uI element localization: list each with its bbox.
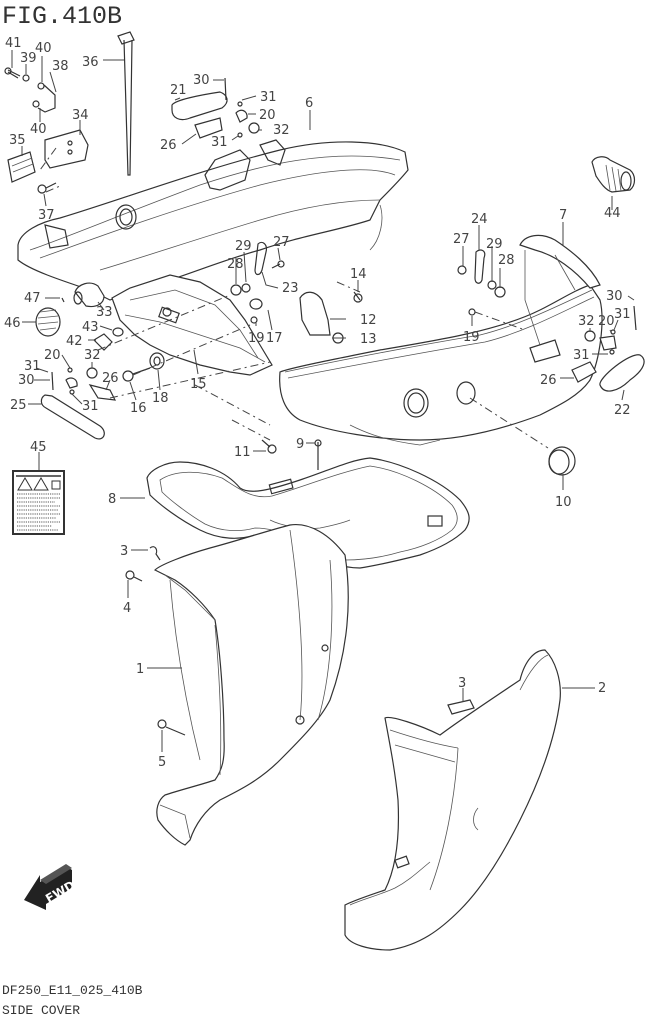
callout-32[interactable]: 32 [578, 314, 595, 329]
handle-assembly-upper[interactable] [171, 77, 260, 139]
callout-3[interactable]: 3 [120, 544, 128, 559]
callout-7[interactable]: 7 [559, 208, 567, 223]
callout-31[interactable]: 31 [82, 399, 99, 414]
callout-45[interactable]: 45 [30, 440, 47, 455]
latch-assembly-port[interactable] [4, 67, 89, 194]
callout-25[interactable]: 25 [10, 398, 27, 413]
callout-26[interactable]: 26 [102, 371, 119, 386]
callout-6[interactable]: 6 [305, 96, 313, 111]
callout-28[interactable]: 28 [227, 257, 244, 272]
callout-28[interactable]: 28 [498, 253, 515, 268]
callout-31[interactable]: 31 [573, 348, 590, 363]
callout-20[interactable]: 20 [259, 108, 276, 123]
callout-26[interactable]: 26 [160, 138, 177, 153]
callout-37[interactable]: 37 [38, 208, 55, 223]
side-cover-lower-starboard[interactable] [344, 649, 561, 951]
callout-20[interactable]: 20 [44, 348, 61, 363]
callout-19[interactable]: 19 [463, 330, 480, 345]
frame[interactable] [111, 274, 273, 376]
figure-name: SIDE COVER [2, 1003, 81, 1018]
callout-23[interactable]: 23 [282, 281, 299, 296]
misc-hardware[interactable] [125, 439, 576, 736]
callout-9[interactable]: 9 [296, 437, 304, 452]
callout-35[interactable]: 35 [9, 133, 26, 148]
callout-1[interactable]: 1 [136, 662, 144, 677]
callout-16[interactable]: 16 [130, 401, 147, 416]
warning-label-icon [12, 470, 65, 535]
callout-41[interactable]: 41 [5, 36, 22, 51]
grommet-group-left[interactable] [35, 282, 124, 351]
callout-38[interactable]: 38 [52, 59, 69, 74]
callout-32[interactable]: 32 [273, 123, 290, 138]
callout-11[interactable]: 11 [234, 445, 251, 460]
callout-5[interactable]: 5 [158, 755, 166, 770]
callout-22[interactable]: 22 [614, 403, 631, 418]
callout-31[interactable]: 31 [24, 359, 41, 374]
callout-20[interactable]: 20 [598, 314, 615, 329]
callout-13[interactable]: 13 [360, 332, 377, 347]
callout-30[interactable]: 30 [606, 289, 623, 304]
callout-30[interactable]: 30 [193, 73, 210, 88]
callout-31[interactable]: 31 [211, 135, 228, 150]
callout-2[interactable]: 2 [598, 681, 606, 696]
callout-26[interactable]: 26 [540, 373, 557, 388]
callout-14[interactable]: 14 [350, 267, 367, 282]
callout-12[interactable]: 12 [360, 313, 377, 328]
callout-15[interactable]: 15 [190, 377, 207, 392]
hook-assembly-port[interactable] [230, 241, 363, 344]
figure-code: DF250_E11_025_410B [2, 983, 143, 998]
figure-title: FIG.410B [2, 2, 123, 31]
handle-assembly-left[interactable] [40, 352, 165, 440]
rod[interactable] [117, 31, 135, 176]
callout-31[interactable]: 31 [614, 307, 631, 322]
callout-43[interactable]: 43 [82, 320, 99, 335]
callout-36[interactable]: 36 [82, 55, 99, 70]
plug[interactable] [591, 156, 636, 193]
callout-24[interactable]: 24 [471, 212, 488, 227]
callout-32[interactable]: 32 [84, 348, 101, 363]
callout-29[interactable]: 29 [486, 237, 503, 252]
callout-40[interactable]: 40 [30, 122, 47, 137]
callout-47[interactable]: 47 [24, 291, 41, 306]
callout-4[interactable]: 4 [123, 601, 131, 616]
callout-3[interactable]: 3 [458, 676, 466, 691]
callout-labels: 41 39 40 38 40 34 35 37 36 30 21 31 20 3… [4, 36, 631, 770]
assembly-lines [39, 147, 549, 449]
callout-18[interactable]: 18 [152, 391, 169, 406]
callout-33[interactable]: 33 [96, 305, 113, 320]
callout-19[interactable]: 19 [248, 331, 265, 346]
callout-34[interactable]: 34 [72, 108, 89, 123]
upper-cover-starboard[interactable] [279, 234, 603, 446]
callout-31[interactable]: 31 [260, 90, 277, 105]
callout-30[interactable]: 30 [18, 373, 35, 388]
callout-10[interactable]: 10 [555, 495, 572, 510]
callout-27[interactable]: 27 [273, 235, 290, 250]
upper-cover-port[interactable] [17, 139, 409, 301]
forward-arrow-icon: FWD [24, 864, 77, 910]
callout-39[interactable]: 39 [20, 51, 37, 66]
callout-29[interactable]: 29 [235, 239, 252, 254]
callout-44[interactable]: 44 [604, 206, 621, 221]
callout-27[interactable]: 27 [453, 232, 470, 247]
callout-40[interactable]: 40 [35, 41, 52, 56]
callout-17[interactable]: 17 [266, 331, 283, 346]
callout-46[interactable]: 46 [4, 316, 21, 331]
hook-assembly-starboard[interactable] [457, 249, 645, 392]
callout-21[interactable]: 21 [170, 83, 187, 98]
side-cover-lower-port[interactable] [153, 523, 349, 846]
callout-8[interactable]: 8 [108, 492, 116, 507]
callout-leaders [11, 50, 635, 752]
callout-42[interactable]: 42 [66, 334, 83, 349]
